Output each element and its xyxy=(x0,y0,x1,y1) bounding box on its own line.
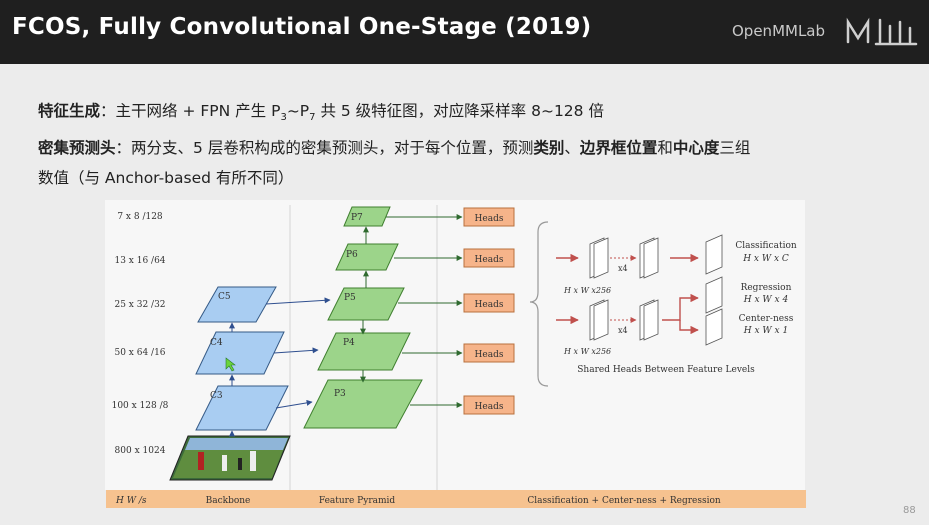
heads-box: Heads xyxy=(463,248,515,268)
pyramid-p6 xyxy=(335,243,399,271)
heads-box: Heads xyxy=(463,207,515,227)
text: 两分支、5 层卷积构成的密集预测头，对于每个位置，预测 xyxy=(131,139,534,158)
pyramid-p5 xyxy=(327,287,405,321)
line-feature-generation: 特征生成：主干网络 + FPN 产生 P3~P7 共 5 级特征图，对应降采样率… xyxy=(38,96,908,133)
title-bar: FCOS, Fully Convolutional One-Stage (201… xyxy=(0,0,929,64)
heads-label: Heads xyxy=(475,300,504,310)
sep: ： xyxy=(115,139,132,158)
subscript: 7 xyxy=(309,112,316,124)
sep: ： xyxy=(100,102,116,120)
label-feature-generation: 特征生成 xyxy=(38,102,101,120)
classification-dim: H x W x C xyxy=(742,254,789,264)
scale-label: 800 x 1024 xyxy=(115,446,166,456)
pyramid-p3 xyxy=(303,379,423,429)
subscript: 3 xyxy=(280,112,287,124)
pyramid-label: P6 xyxy=(346,250,358,260)
footer-backbone: Backbone xyxy=(206,496,251,506)
text: ~P xyxy=(286,102,310,120)
bold-centerness: 中心度 xyxy=(672,139,720,158)
scale-label: 13 x 16 /64 xyxy=(114,256,165,266)
footer-pyramid: Feature Pyramid xyxy=(319,496,396,506)
repeat-label: x4 xyxy=(618,264,628,273)
feature-map-block xyxy=(589,299,609,341)
centerness-label: Center-ness xyxy=(739,314,794,324)
backbone-label: C5 xyxy=(218,292,231,302)
regression-dim: H x W x 4 xyxy=(743,295,789,305)
heads-box: Heads xyxy=(463,293,515,313)
line-dense-head: 密集预测头：两分支、5 层卷积构成的密集预测头，对于每个位置，预测类别、边界框位… xyxy=(38,133,908,163)
pyramid-label: P4 xyxy=(343,338,355,348)
scale-label: 25 x 32 /32 xyxy=(114,300,165,310)
body-text: 特征生成：主干网络 + FPN 产生 P3~P7 共 5 级特征图，对应降采样率… xyxy=(38,96,908,193)
backbone-label: C3 xyxy=(210,391,223,401)
footer-heads: Classification + Center-ness + Regressio… xyxy=(527,496,721,506)
line-anchor-note: 数值（与 Anchor-based 有所不同） xyxy=(38,169,294,188)
pyramid-label: P5 xyxy=(344,293,356,303)
feature-map-block xyxy=(639,237,659,279)
lateral-arrow xyxy=(275,399,313,409)
repeat-label: x4 xyxy=(618,326,628,335)
input-image xyxy=(169,435,291,481)
lateral-arrow xyxy=(273,347,319,354)
brace xyxy=(529,221,549,387)
backbone-label: C4 xyxy=(210,338,223,348)
bold-class: 类别 xyxy=(533,139,565,158)
backbone-c4 xyxy=(195,331,285,375)
output-map-regression xyxy=(705,276,723,314)
text: 和 xyxy=(657,139,673,158)
backbone-c5 xyxy=(197,286,277,323)
lateral-arrow xyxy=(265,297,331,305)
backbone-c3 xyxy=(195,385,289,431)
pyramid-p7 xyxy=(343,206,391,227)
shared-heads-caption: Shared Heads Between Feature Levels xyxy=(577,365,755,375)
text: 三组 xyxy=(719,139,751,158)
footer-hw: H W /s xyxy=(115,496,147,506)
size-label: H x W x256 xyxy=(563,286,611,295)
regression-label: Regression xyxy=(741,283,792,293)
heads-box: Heads xyxy=(463,343,515,363)
pyramid-label: P3 xyxy=(334,389,346,399)
pyramid-label: P7 xyxy=(351,213,363,223)
pyramid-p4 xyxy=(317,332,411,371)
scale-label: 7 x 8 /128 xyxy=(117,212,163,222)
classification-label: Classification xyxy=(735,241,797,251)
text: 主干网络 + FPN 产生 P xyxy=(115,102,281,120)
detail-arrow xyxy=(662,293,699,321)
output-map-classification xyxy=(705,234,723,275)
sep: 、 xyxy=(564,139,580,158)
slide-title: FCOS, Fully Convolutional One-Stage (201… xyxy=(12,14,592,40)
watermark-logo-icon xyxy=(846,17,918,46)
feature-map-block xyxy=(589,237,609,279)
heads-label: Heads xyxy=(475,402,504,412)
output-map-centerness xyxy=(705,308,723,346)
heads-label: Heads xyxy=(475,214,504,224)
label-dense-head: 密集预测头 xyxy=(38,139,116,158)
heads-label: Heads xyxy=(475,350,504,360)
watermark-text: OpenMMLab xyxy=(732,22,826,40)
heads-label: Heads xyxy=(475,255,504,265)
footer-bar xyxy=(106,490,806,508)
page-number: 88 xyxy=(903,505,916,516)
bold-box: 边界框位置 xyxy=(579,139,658,158)
cursor-icon xyxy=(225,357,236,372)
size-label: H x W x256 xyxy=(563,347,611,356)
scale-label: 100 x 128 /8 xyxy=(112,401,169,411)
centerness-dim: H x W x 1 xyxy=(743,326,788,336)
detail-arrow xyxy=(679,320,699,335)
heads-box: Heads xyxy=(463,395,515,415)
scale-label: 50 x 64 /16 xyxy=(114,348,165,358)
feature-map-block xyxy=(639,299,659,341)
text: 共 5 级特征图，对应降采样率 8~128 倍 xyxy=(315,102,604,120)
